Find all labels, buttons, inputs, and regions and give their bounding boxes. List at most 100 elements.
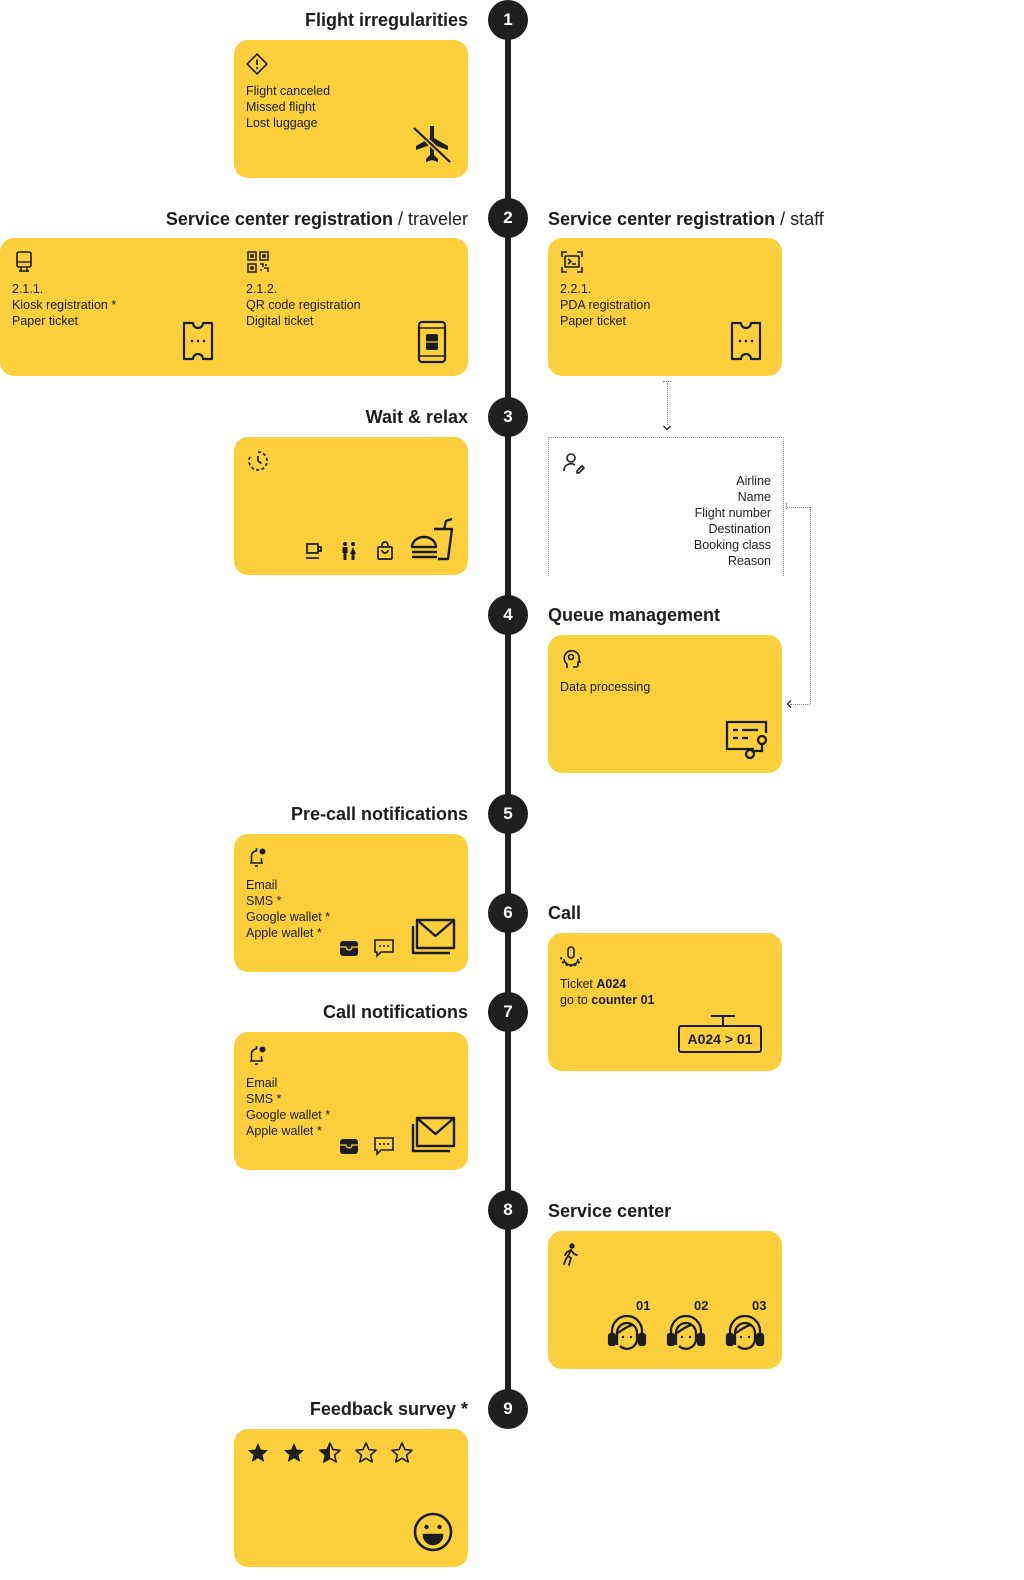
call-card: Ticket A024 go to counter 01 — [548, 933, 782, 1071]
card-line: SMS * — [246, 894, 282, 908]
connector-line — [790, 704, 810, 705]
star-filled-icon[interactable] — [282, 1441, 306, 1465]
card-line: Flight canceled — [246, 84, 331, 98]
warning-icon — [246, 53, 268, 75]
clock-icon — [246, 449, 270, 473]
star-outline-icon[interactable] — [354, 1441, 378, 1465]
chevron-left-icon — [785, 699, 793, 709]
smartphone-ticket-icon — [417, 320, 447, 364]
card-line: Google wallet * — [246, 910, 331, 924]
card-line: Paper ticket — [12, 314, 79, 328]
coffee-icon — [304, 541, 324, 561]
data-process-icon — [724, 719, 770, 761]
card-line: 2.1.2. — [246, 282, 278, 296]
timeline-line — [505, 20, 511, 1410]
card-line: Data processing — [560, 680, 651, 694]
step-title: Queue management — [548, 605, 721, 625]
step-number: 1 — [488, 0, 528, 40]
step-title: Call — [548, 903, 582, 923]
support-agent-icon — [724, 1313, 766, 1353]
step-title: Feedback survey * — [309, 1399, 468, 1419]
title-sub: / staff — [775, 209, 824, 229]
airplane-off-icon — [410, 122, 454, 166]
connector-tick — [663, 381, 671, 382]
title-sub: / traveler — [392, 209, 468, 229]
chevron-down-icon — [662, 424, 672, 432]
counter-number: 03 — [752, 1298, 767, 1313]
field-label: Booking class — [693, 538, 771, 552]
card-line: PDA registration — [560, 298, 651, 312]
card-line: 2.1.1. — [12, 282, 44, 296]
call-counter-line: go to counter 01 — [560, 992, 655, 1008]
card-line: Digital ticket — [246, 314, 314, 328]
card-line: Apple wallet * — [246, 926, 322, 940]
staff-registration-card: 2.2.1. PDA registration Paper ticket — [548, 238, 782, 376]
connector-line — [787, 507, 810, 508]
call-ticket-line: Ticket A024 — [560, 976, 626, 992]
paper-ticket-icon — [181, 320, 215, 362]
card-line: Paper ticket — [560, 314, 627, 328]
pre-call-notifications-card: Email SMS * Google wallet * Apple wallet… — [234, 834, 468, 972]
step-number: 5 — [488, 794, 528, 834]
connector-tick — [786, 503, 787, 509]
step-title: Call notifications — [322, 1002, 468, 1022]
card-line: Kiosk registration * — [12, 298, 117, 312]
connector-line — [667, 383, 668, 425]
star-half-icon[interactable] — [318, 1441, 342, 1465]
text-fragment: Ticket — [560, 977, 597, 991]
step-title: Service center registration / staff — [548, 208, 824, 230]
field-label: Destination — [708, 522, 771, 536]
flight-irregularities-card: Flight canceled Missed flight Lost lugga… — [234, 40, 468, 178]
field-list: Airline Name Flight number Destination B… — [694, 473, 771, 569]
field-label: Airline — [736, 474, 771, 488]
card-line: Lost luggage — [246, 116, 318, 130]
wait-relax-card — [234, 437, 468, 575]
card-line: Email — [246, 878, 278, 892]
step-title: Flight irregularities — [304, 10, 468, 30]
step-number: 6 — [488, 893, 528, 933]
email-icon — [410, 918, 456, 956]
step-number: 8 — [488, 1190, 528, 1230]
paper-ticket-icon — [729, 320, 763, 362]
sms-icon — [373, 1136, 395, 1156]
star-outline-icon[interactable] — [390, 1441, 414, 1465]
step-title: Pre-call notifications — [290, 804, 468, 824]
star-filled-icon[interactable] — [246, 1441, 270, 1465]
ticket-number: A024 — [596, 977, 627, 991]
call-notifications-card: Email SMS * Google wallet * Apple wallet… — [234, 1032, 468, 1170]
step-number: 7 — [488, 992, 528, 1032]
bell-notification-icon — [246, 1044, 268, 1066]
walking-person-icon — [560, 1243, 582, 1267]
field-label: Flight number — [694, 506, 771, 520]
step-number: 3 — [488, 397, 528, 437]
kiosk-icon — [14, 250, 34, 274]
card-line: Apple wallet * — [246, 1124, 322, 1138]
brain-gear-icon — [560, 647, 584, 671]
counter-number: 02 — [694, 1298, 709, 1313]
card-line: Missed flight — [246, 100, 316, 114]
queue-management-card: Data processing — [548, 635, 782, 773]
traveler-registration-card: 2.1.1. Kiosk registration * Paper ticket… — [0, 238, 468, 376]
wallet-icon — [338, 1136, 360, 1156]
field-label: Name — [737, 490, 771, 504]
smiley-face-icon — [412, 1511, 454, 1553]
service-center-card: 01 02 03 — [548, 1231, 782, 1369]
wallet-icon — [338, 938, 360, 958]
text-fragment: go to — [560, 993, 592, 1007]
user-edit-icon — [563, 452, 585, 474]
sms-icon — [373, 938, 395, 958]
support-agent-icon — [665, 1313, 707, 1353]
step-number: 4 — [488, 595, 528, 635]
registration-data-panel: Airline Name Flight number Destination B… — [548, 437, 784, 576]
shopping-bag-icon — [375, 541, 395, 561]
pda-scanner-icon — [560, 250, 584, 274]
card-line: Email — [246, 1076, 278, 1090]
step-title: Service center — [548, 1201, 672, 1221]
card-line: QR code registration — [246, 298, 361, 312]
card-line: SMS * — [246, 1092, 282, 1106]
counter-number: 01 — [636, 1298, 651, 1313]
step-title: Service center registration / traveler — [166, 208, 468, 230]
step-title: Wait & relax — [365, 407, 468, 427]
microphone-icon — [559, 945, 583, 969]
step-number: 2 — [488, 198, 528, 238]
